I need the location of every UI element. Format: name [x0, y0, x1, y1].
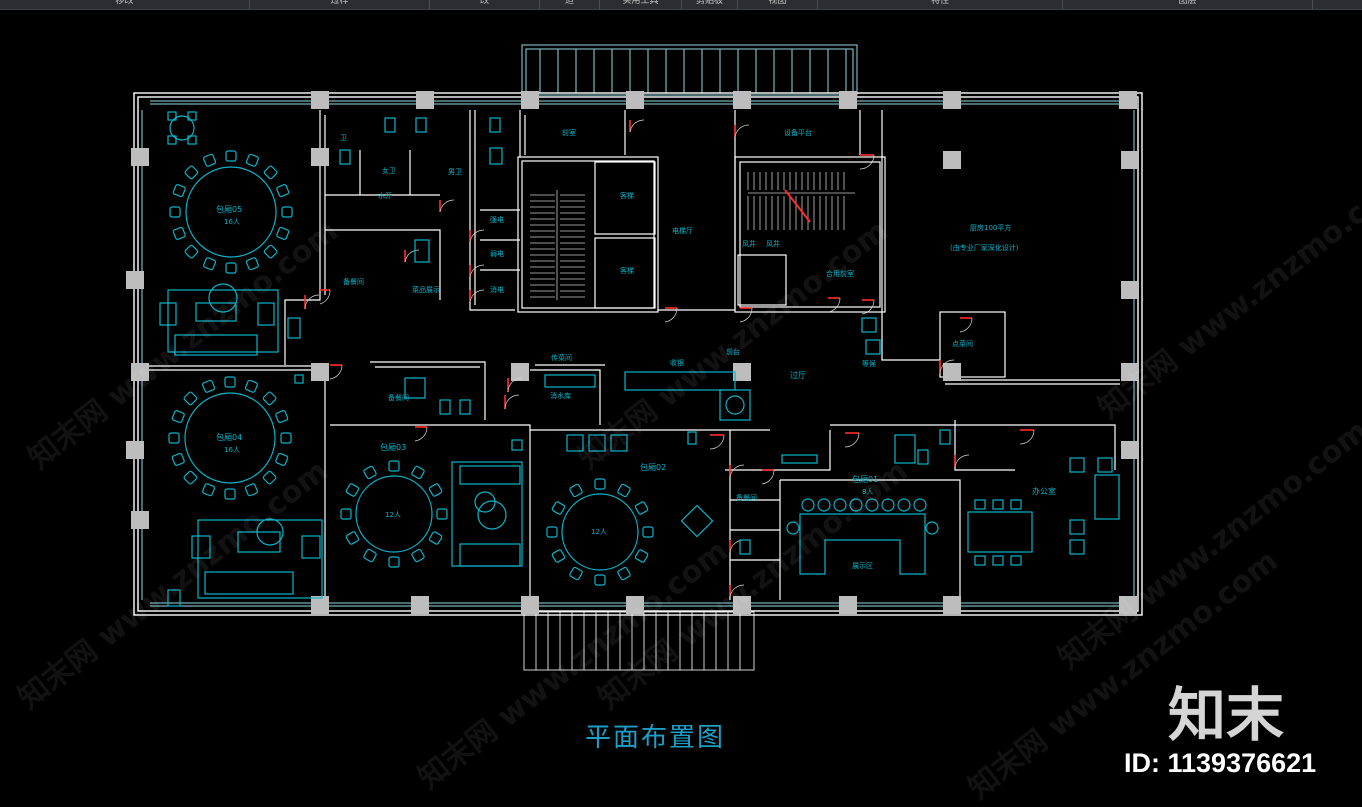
- drawing-title: 平面布置图: [585, 723, 726, 753]
- room-label-bao05: 包厢05: [216, 204, 242, 214]
- room-label-front: 前室: [562, 128, 576, 137]
- room-label-reception: 前台: [726, 347, 740, 356]
- staircase-left: [530, 190, 585, 300]
- room-label-dishes: 菜品展示: [412, 285, 440, 294]
- room-label-hall: 过厅: [790, 370, 806, 380]
- room-label-elec1: 强电: [490, 215, 504, 224]
- room-label-kitchen: 厨房100平方: [970, 223, 1011, 232]
- room-label-elevator-hall: 电梯厅: [672, 226, 693, 235]
- structural-columns: [126, 91, 1139, 614]
- brand-logo: 知末: [1168, 681, 1285, 749]
- ribbon-tab[interactable]: 适: [540, 0, 600, 9]
- table-label-bao03: 12人: [385, 511, 401, 519]
- room-label-cold-room: 点菜间: [952, 339, 973, 348]
- room-label-zone-a: 展示区: [852, 562, 873, 570]
- room-labels: 包厢05 16人 包厢04 16人 包厢03 12人 包厢02 12人 包厢01…: [216, 128, 1056, 570]
- room-label-men-wc: 男卫: [448, 168, 462, 176]
- room-label-elec2: 弱电: [490, 249, 504, 258]
- floor-plan-drawing[interactable]: 包厢05 16人 包厢04 16人 包厢03 12人 包厢02 12人 包厢01…: [0, 10, 1362, 710]
- ribbon-tab[interactable]: 实用工具: [600, 0, 682, 9]
- ribbon-tab[interactable]: 过样: [250, 0, 430, 9]
- room-label-women-wc: 女卫: [382, 166, 396, 175]
- room-label-well1: 风井: [742, 239, 756, 248]
- ribbon-tab[interactable]: 图层: [1063, 0, 1313, 9]
- ribbon-tab[interactable]: 视图: [738, 0, 818, 9]
- door-arcs: [304, 119, 1035, 598]
- staircase-right: [747, 172, 855, 230]
- room-label-bao04: 包厢04: [216, 432, 242, 442]
- room-label-kitchen-note: (由专业厂家深化设计): [950, 243, 1019, 252]
- furniture: [159, 111, 1120, 607]
- room-label-cashier: 收银: [670, 358, 684, 367]
- cad-ribbon-toolbar: 移改 过样 改 适 实用工具 剪贴板 视图 特性 图层: [0, 0, 1362, 10]
- image-id: ID: 1139376621: [1124, 748, 1317, 778]
- ribbon-tab[interactable]: 移改: [0, 0, 250, 9]
- room-label-lift1: 客梯: [620, 191, 634, 200]
- room-label-equipment: 设备平台: [784, 128, 812, 137]
- room-label-wc: 卫: [340, 134, 347, 142]
- room-label-bao01: 包厢01: [852, 474, 878, 484]
- room-label-pantry: 传菜间: [551, 353, 572, 362]
- room-label-lift2: 客梯: [620, 266, 634, 275]
- ribbon-tab[interactable]: 特性: [818, 0, 1063, 9]
- ribbon-tab[interactable]: 剪贴板: [682, 0, 738, 9]
- room-label-prep2: 备餐间: [388, 393, 409, 402]
- room-label-bao02: 包厢02: [640, 462, 666, 472]
- room-cap-bao04: 16人: [224, 446, 240, 454]
- ribbon-tab[interactable]: 改: [430, 0, 540, 9]
- room-cap-bao01: 8人: [862, 488, 873, 496]
- room-label-fire-stock: 消水库: [550, 391, 571, 400]
- interior-walls: [138, 110, 1120, 600]
- room-label-elec3: 消电: [490, 285, 504, 294]
- room-cap-bao05: 16人: [224, 218, 240, 226]
- room-label-shared-front: 合用前室: [826, 269, 854, 278]
- room-label-well2: 风井: [766, 239, 780, 248]
- room-label-tea: 水开: [378, 191, 392, 200]
- room-label-office: 办公室: [1032, 486, 1056, 496]
- room-label-bao03: 包厢03: [380, 442, 406, 452]
- room-label-waiting: 等候: [862, 359, 876, 368]
- room-label-prep1: 备餐间: [343, 277, 364, 286]
- room-label-prep3: 备餐间: [736, 493, 757, 502]
- top-canopy: [521, 44, 858, 96]
- table-label-bao02: 12人: [591, 528, 607, 536]
